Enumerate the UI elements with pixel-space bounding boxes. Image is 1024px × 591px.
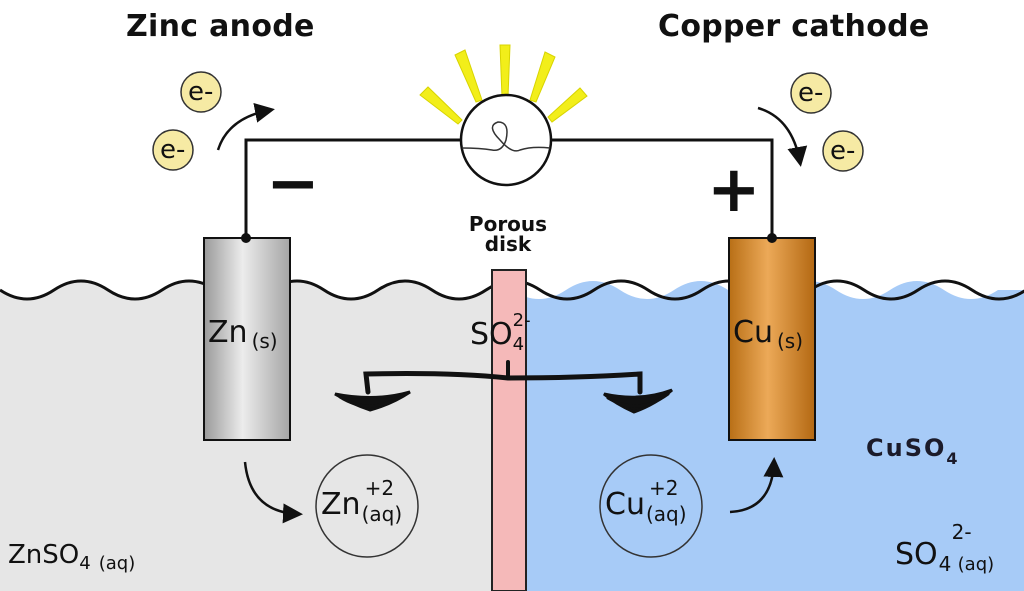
external-wire-right — [550, 138, 774, 238]
porous-disk — [491, 269, 527, 591]
porous-disk-label-line2: disk — [484, 232, 532, 256]
electron-label: e- — [160, 135, 186, 165]
zinc-sulfate-state: (aq) — [98, 553, 136, 574]
sulfate-migration-mark — [334, 360, 673, 414]
electron-label: e- — [188, 77, 214, 107]
sulfate-solution-label: SO 2- 4(aq) — [895, 522, 1010, 574]
copper-sulfate-subscript: 4 — [946, 449, 960, 468]
zinc-ion-label: Zn+2(aq) — [321, 478, 405, 524]
zinc-electrode-state: (s) — [251, 329, 278, 353]
electrons-right — [790, 72, 864, 172]
zinc-ion-circle — [315, 454, 419, 558]
zinc-sulfate-symbol: ZnSO — [8, 540, 80, 570]
copper-ion-charge: +2 — [648, 476, 679, 500]
copper-electrode-state: (s) — [776, 329, 803, 353]
zinc-ion-charge: +2 — [364, 476, 395, 500]
positive-terminal-sign: + — [707, 153, 761, 227]
negative-terminal-sign: − — [266, 147, 320, 221]
zinc-sulfate-subscript: 4 — [79, 553, 91, 574]
sulfate-ion-charge: 2- — [512, 310, 531, 331]
copper-sulfate-label: CuSO4 — [866, 434, 960, 467]
electrons-left — [152, 71, 222, 171]
sulfate-solution-subscript: 4 — [938, 552, 952, 576]
copper-sulfate-symbol: CuSO — [866, 434, 947, 462]
sulfate-ion-scripts: 2-4 — [513, 312, 531, 354]
copper-electrode — [728, 237, 816, 441]
copper-ion-circle — [599, 454, 703, 558]
external-wire — [244, 138, 462, 238]
bulb-filament — [461, 121, 551, 152]
copper-ion-symbol: Cu — [605, 487, 645, 522]
copper-ion-state: (aq) — [645, 502, 687, 526]
copper-ion-arrow — [729, 457, 784, 514]
zinc-sulfate-solution-label: ZnSO4 (aq) — [8, 540, 135, 573]
copper-cathode-label: Copper cathode — [658, 9, 930, 44]
zinc-ion-state: (aq) — [361, 502, 403, 526]
porous-disk-label: Porous disk — [462, 214, 554, 254]
zinc-terminal-dot — [241, 233, 251, 243]
sulfate-solution-state: (aq) — [957, 554, 995, 575]
electron-flow-arrow-left — [216, 102, 275, 151]
sulfate-solution-charge: 2- — [951, 520, 972, 544]
copper-electrode-symbol: Cu — [733, 315, 773, 350]
light-rays — [419, 44, 588, 125]
zinc-ion-arrow — [243, 461, 303, 524]
copper-electrode-label: Cu(s) — [733, 315, 803, 352]
zinc-electrode-label: Zn(s) — [208, 315, 278, 352]
sulfate-ion-subscript: 4 — [512, 334, 525, 355]
zinc-anode-label: Zinc anode — [126, 9, 315, 44]
copper-ion-label: Cu+2(aq) — [605, 478, 689, 524]
porous-disk-label-line1: Porous — [468, 212, 548, 236]
zinc-ion-scripts: +2(aq) — [361, 478, 405, 524]
copper-ion-scripts: +2(aq) — [645, 478, 689, 524]
electron-flow-arrow-right — [757, 106, 808, 167]
copper-terminal-dot — [767, 233, 777, 243]
electron-label: e- — [830, 136, 856, 166]
sulfate-solution-scripts: 2- 4(aq) — [938, 522, 1010, 574]
zinc-electrode-symbol: Zn — [208, 315, 248, 350]
sulfate-solution-symbol: SO — [895, 537, 938, 572]
zinc-ion-symbol: Zn — [321, 487, 361, 522]
electron-label: e- — [798, 78, 824, 108]
sulfate-ion-symbol: SO — [470, 317, 513, 352]
